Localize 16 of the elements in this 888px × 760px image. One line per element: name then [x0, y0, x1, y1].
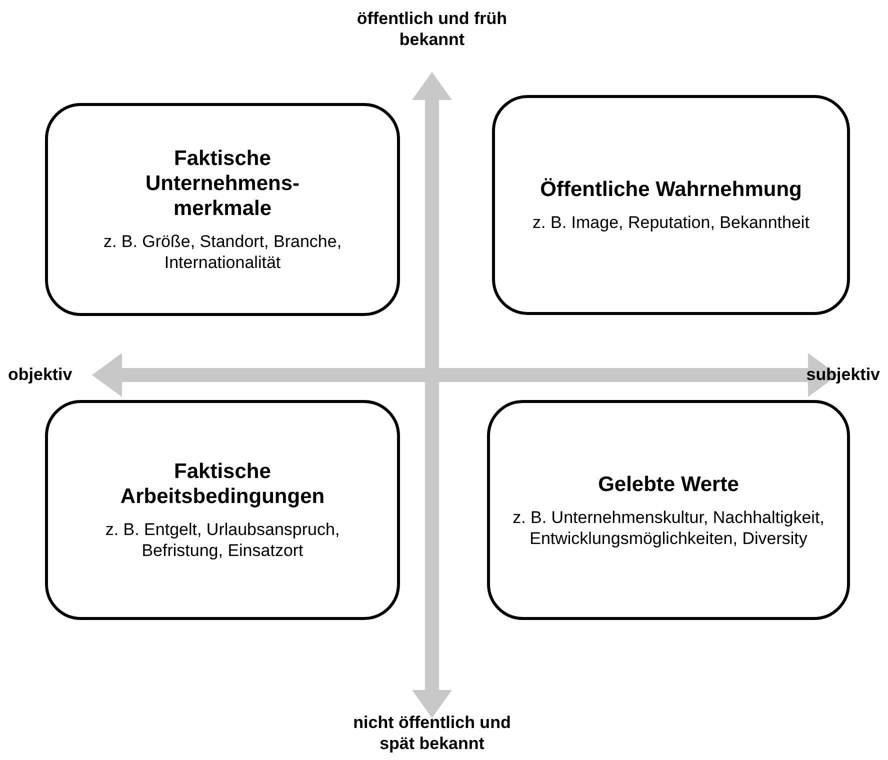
- rounded-box: [45, 400, 400, 620]
- rounded-box: [45, 103, 400, 316]
- axis-label: subjektiv: [805, 364, 880, 385]
- axis-label: öffentlich und früh bekannt: [356, 8, 508, 50]
- box-heading: Öffentliche Wahrnehmung: [539, 177, 803, 202]
- rounded-box: [487, 400, 850, 620]
- box-description: z. B. Image, Reputation, Bekanntheit: [532, 212, 810, 233]
- box-description: z. B. Größe, Standort, Branche, Internationalität: [102, 231, 343, 273]
- axis-label: objektiv: [8, 364, 74, 385]
- box-description: z. B. Entgelt, Urlaubsanspruch, Befristung, Einsatzort: [104, 519, 341, 561]
- box-heading: Faktische Unternehmens- merkmale: [144, 146, 301, 221]
- box-description: z. B. Unternehmenskultur, Nachhaltigkeit, Entwicklungsmöglichkeiten, Diversity: [512, 506, 826, 548]
- box-heading: Gelebte Werte: [597, 472, 740, 496]
- rounded-box: [492, 95, 850, 315]
- axis-label: nicht öffentlich und spät bekannt: [352, 712, 512, 754]
- box-heading: Faktische Arbeitsbedingungen: [119, 459, 326, 509]
